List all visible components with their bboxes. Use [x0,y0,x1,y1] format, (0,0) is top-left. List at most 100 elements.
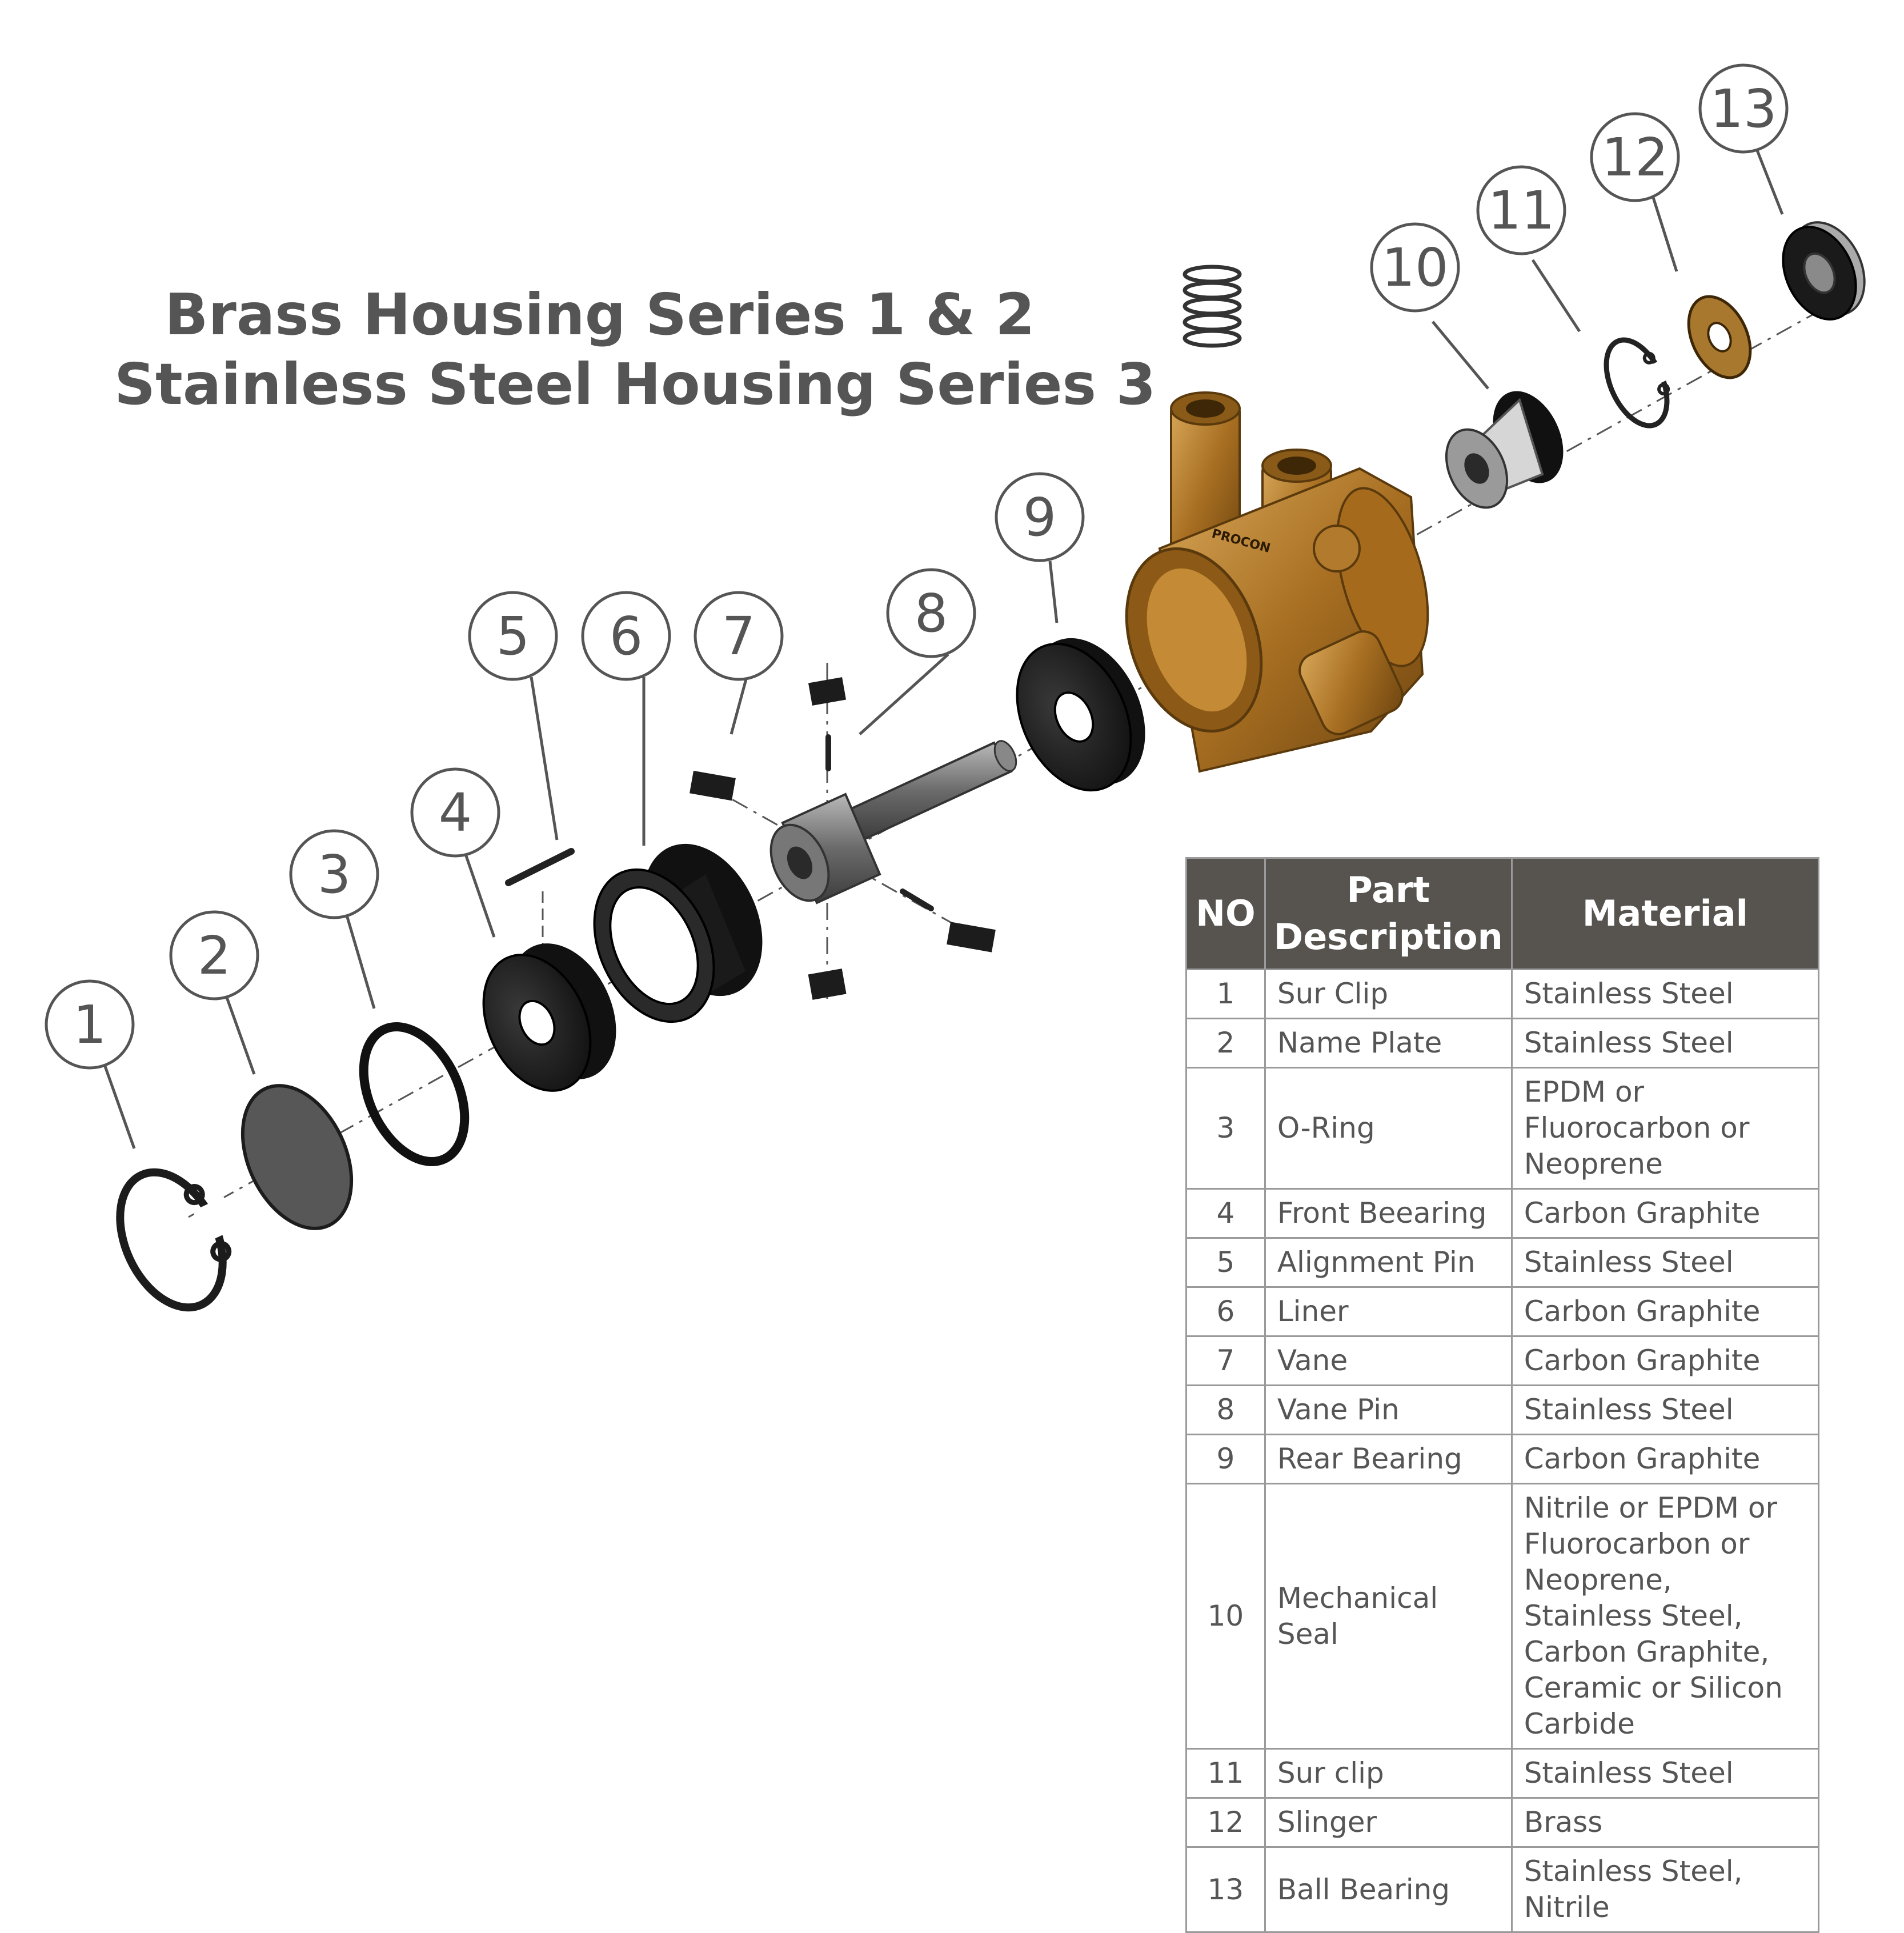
callout-9 [995,472,1085,562]
part-1-sur-clip [116,1168,238,1312]
callout-8 [886,568,976,658]
row-no: 7 [1185,1335,1266,1386]
row-part: Sur Clip [1264,968,1513,1019]
callout-5 [468,591,558,681]
callout-label-8: 8 [915,583,948,644]
row-no: 5 [1185,1237,1266,1288]
callout-1 [45,979,135,1070]
parts-table-header: NO Part Description Material [1185,857,1820,970]
row-part: O-Ring [1264,1067,1513,1190]
header-part-description: Part Description [1264,857,1513,970]
part-7-vanes [690,677,996,1000]
row-no: 8 [1185,1384,1266,1435]
part-9-rear-bearing [1016,638,1145,792]
row-part: Ball Bearing [1264,1846,1513,1933]
callout-4 [410,767,500,858]
part-13-ball-bearing [1782,221,1866,321]
callout-12 [1590,112,1680,202]
callout-label-13: 13 [1710,78,1777,139]
row-material: Stainless Steel [1510,1237,1820,1288]
spring [1183,265,1242,348]
row-no: 9 [1185,1434,1266,1484]
callout-labels: 1 2 3 4 5 6 7 8 9 10 11 12 13 [73,78,1777,1055]
title-line-1: Brass Housing Series 1 & 2 [165,281,1035,348]
row-part: Name Plate [1264,1018,1513,1068]
header-material: Material [1510,857,1820,970]
row-material: Carbon Graphite [1510,1286,1820,1337]
row-no: 4 [1185,1188,1266,1239]
part-4-front-bearing [482,943,616,1092]
row-part: Vane Pin [1264,1384,1513,1435]
row-material: Carbon Graphite [1510,1434,1820,1484]
callout-6 [581,591,671,681]
row-material: Stainless Steel, Nitrile [1510,1846,1820,1933]
row-material: Stainless Steel [1510,1748,1820,1799]
assembly-axis [188,289,1857,1218]
part-5-alignment-pin [505,848,575,886]
callout-label-1: 1 [73,994,107,1055]
row-no: 13 [1185,1846,1266,1933]
callouts [45,63,1789,1149]
callout-label-6: 6 [610,606,643,667]
part-3-o-ring [359,1022,470,1166]
row-material: Carbon Graphite [1510,1188,1820,1239]
row-no: 11 [1185,1748,1266,1799]
row-material: Nitrile or EPDM or Fluorocarbon or Neopr… [1510,1483,1820,1750]
row-no: 12 [1185,1797,1266,1848]
callout-label-12: 12 [1601,127,1668,188]
callout-label-11: 11 [1488,180,1554,241]
callout-label-3: 3 [318,844,351,905]
part-11-sur-clip [1604,337,1672,429]
row-material: Carbon Graphite [1510,1335,1820,1386]
row-part: Front Beearing [1264,1188,1513,1239]
row-material: Brass [1510,1797,1820,1848]
header-no: NO [1185,857,1266,970]
callout-label-5: 5 [496,606,530,667]
part-12-slinger [1687,295,1752,379]
row-part: Rear Bearing [1264,1434,1513,1484]
row-material: Stainless Steel [1510,1018,1820,1068]
row-part: Sur clip [1264,1748,1513,1799]
callout-2 [169,910,259,1000]
part-8-vane-pins [825,734,934,911]
diagram-title: Brass Housing Series 1 & 2 Stainless Ste… [114,280,1156,419]
row-material: Stainless Steel [1510,968,1820,1019]
callout-label-2: 2 [198,925,231,986]
row-no: 6 [1185,1286,1266,1337]
part-6-liner [593,843,763,1023]
row-no: 2 [1185,1018,1266,1068]
callout-11 [1476,165,1566,255]
callout-7 [694,591,784,681]
part-2-name-plate [240,1084,354,1230]
callout-label-7: 7 [722,606,756,667]
row-material: EPDM or Fluorocarbon or Neoprene [1510,1067,1820,1190]
callout-10 [1370,222,1460,313]
row-material: Stainless Steel [1510,1384,1820,1435]
callout-label-4: 4 [439,782,472,843]
part-10-mechanical-seal [1445,391,1564,509]
brass-housing: PROCON [1125,391,1429,773]
row-part: Mechanical Seal [1264,1483,1513,1750]
rotor-shaft [769,740,1017,905]
row-part: Liner [1264,1286,1513,1337]
row-no: 1 [1185,968,1266,1019]
callout-label-9: 9 [1023,487,1057,548]
row-no: 3 [1185,1067,1266,1190]
row-part: Alignment Pin [1264,1237,1513,1288]
callout-label-10: 10 [1381,237,1448,298]
